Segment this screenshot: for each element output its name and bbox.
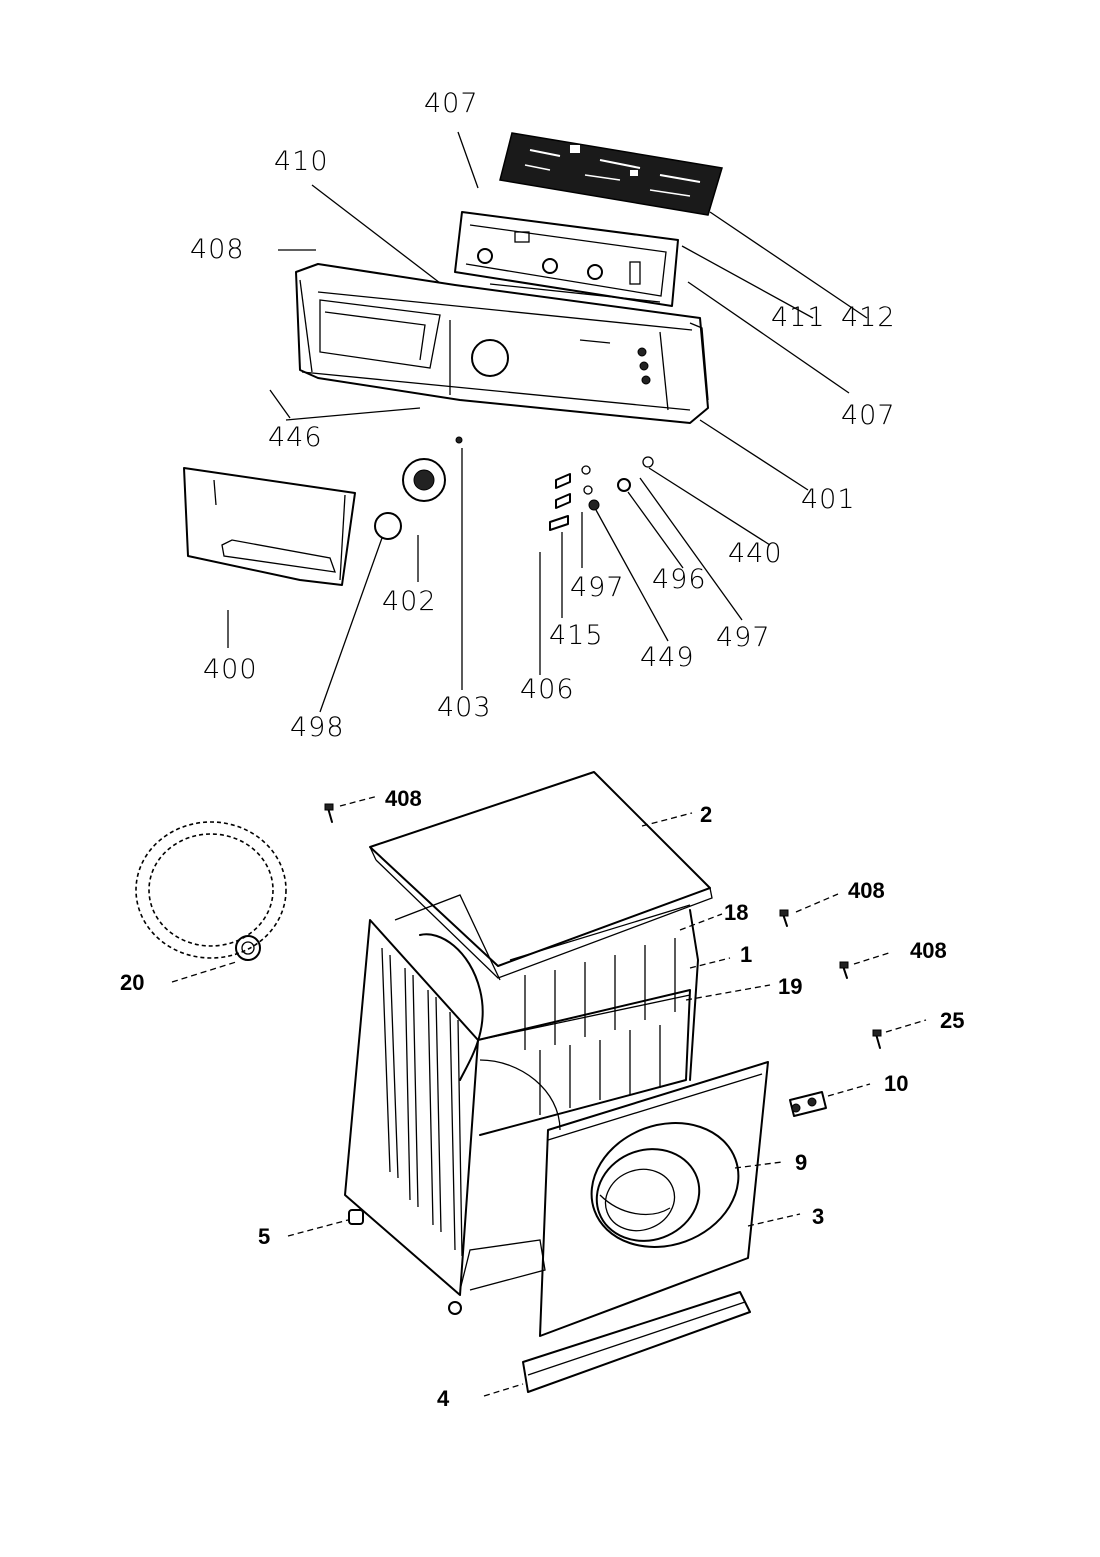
label-10: 10 xyxy=(884,1071,908,1096)
label-2: 2 xyxy=(700,802,712,827)
detergent-drawer xyxy=(183,467,356,586)
label-415: 415 xyxy=(549,620,604,651)
label-407-top: 407 xyxy=(424,88,479,119)
label-401: 401 xyxy=(801,484,856,515)
label-408-a: 408 xyxy=(385,786,422,811)
label-408-top: 408 xyxy=(190,234,245,265)
label-3: 3 xyxy=(812,1204,824,1229)
screw-408-b xyxy=(779,909,789,927)
leader-lines xyxy=(171,131,927,1397)
front-panel xyxy=(539,1061,769,1337)
top-cover xyxy=(369,771,713,979)
screw-408-c xyxy=(839,961,849,979)
label-18: 18 xyxy=(724,900,748,925)
label-496: 496 xyxy=(652,564,707,595)
label-412: 412 xyxy=(841,302,896,333)
label-19: 19 xyxy=(778,974,802,999)
label-5: 5 xyxy=(258,1224,270,1249)
label-402: 402 xyxy=(382,586,437,617)
label-446: 446 xyxy=(268,422,323,453)
foot-5 xyxy=(348,1209,364,1225)
label-408-b: 408 xyxy=(848,878,885,903)
label-497-right: 497 xyxy=(716,622,771,653)
label-407-right: 407 xyxy=(841,400,896,431)
inlet-hose xyxy=(135,821,287,961)
label-410: 410 xyxy=(274,146,329,177)
label-440: 440 xyxy=(728,538,783,569)
pcb-board xyxy=(499,132,723,216)
button-set xyxy=(455,436,654,531)
label-406: 406 xyxy=(520,674,575,705)
label-20: 20 xyxy=(120,970,144,995)
door-lock xyxy=(789,1091,827,1117)
label-403: 403 xyxy=(437,692,492,723)
programme-knob xyxy=(374,512,402,540)
programme-knob-ring xyxy=(402,458,446,502)
screw-25 xyxy=(872,1029,882,1049)
label-449: 449 xyxy=(640,642,695,673)
callout-labels: 407 410 408 411 412 407 446 401 440 496 … xyxy=(120,88,964,1411)
label-1: 1 xyxy=(740,942,752,967)
control-panel xyxy=(295,263,709,424)
cabinet xyxy=(344,894,699,1315)
label-25: 25 xyxy=(940,1008,964,1033)
label-498: 498 xyxy=(290,712,345,743)
label-408-c: 408 xyxy=(910,938,947,963)
label-4: 4 xyxy=(437,1386,450,1411)
label-400: 400 xyxy=(203,654,258,685)
label-9: 9 xyxy=(795,1150,807,1175)
kickplate xyxy=(522,1291,751,1393)
screw-408-a xyxy=(324,803,334,823)
pcb-frame xyxy=(454,211,679,307)
label-411: 411 xyxy=(771,302,826,333)
label-497-mid: 497 xyxy=(570,572,625,603)
